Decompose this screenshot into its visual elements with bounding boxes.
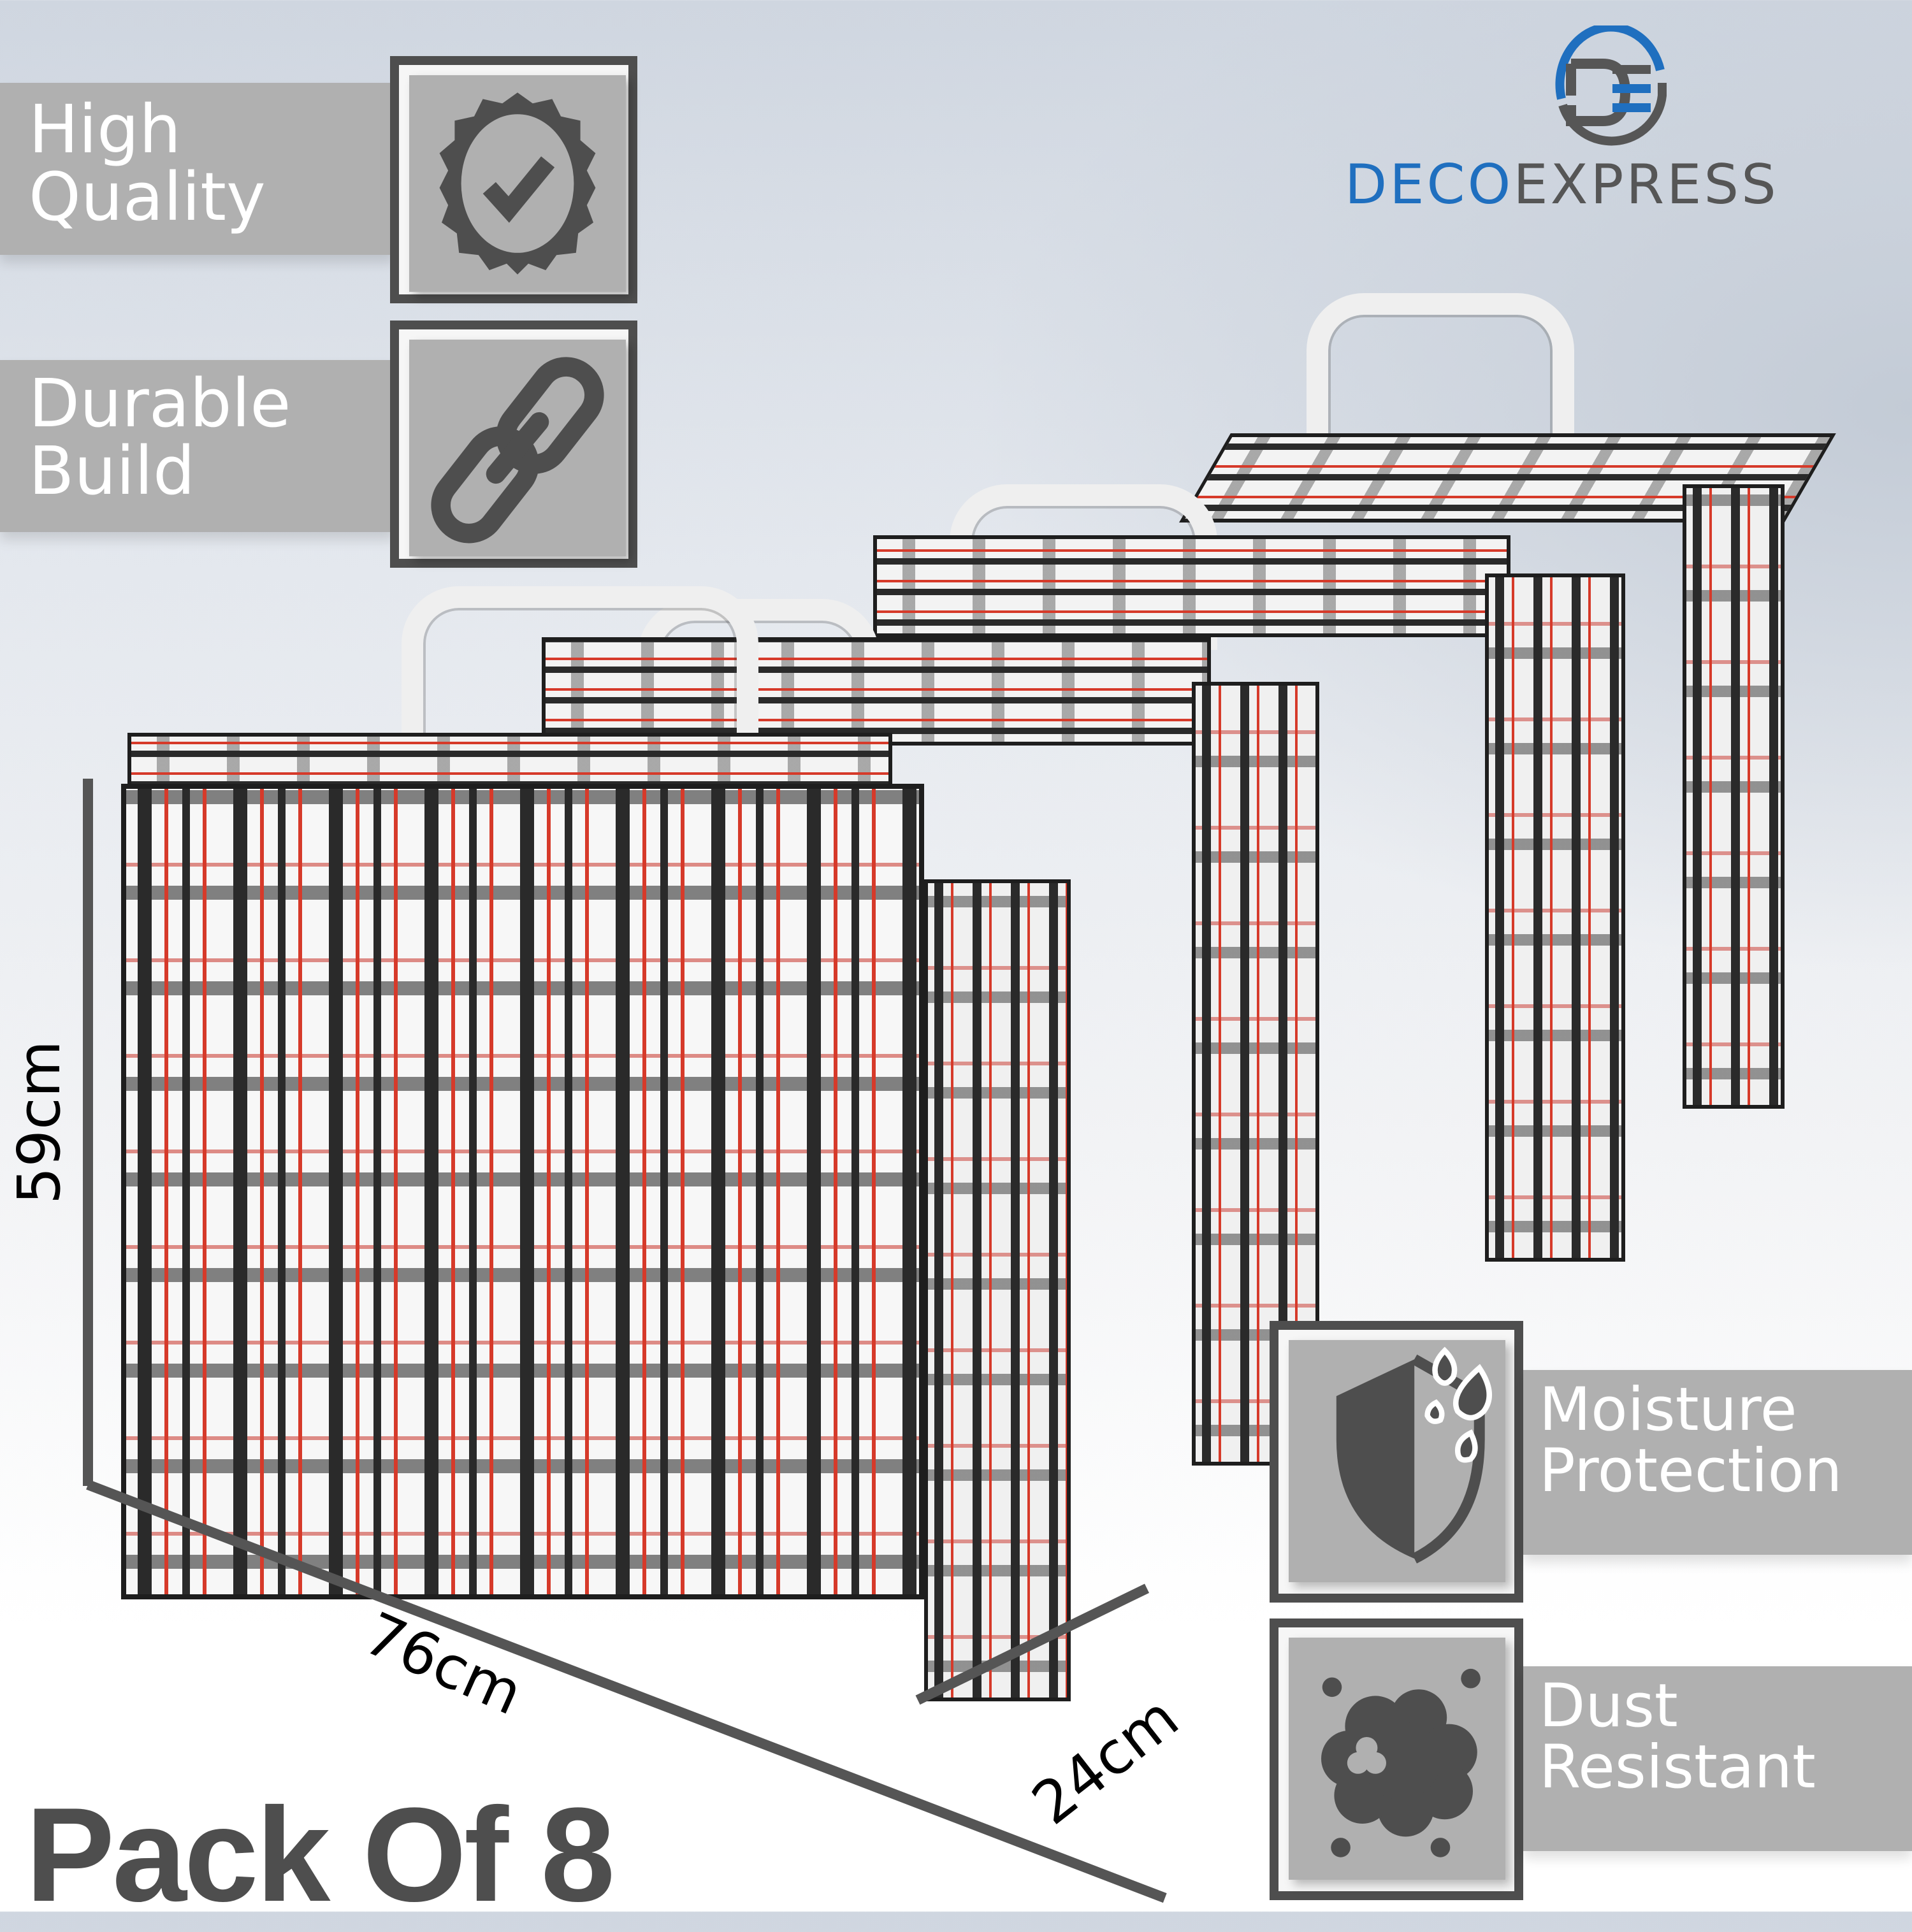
feature-label-dust-resistant: Dust Resistant: [1539, 1676, 1816, 1798]
bag-2: [542, 599, 1402, 1466]
feature-label-moisture-protection: Moisture Protection: [1539, 1380, 1843, 1502]
bag-side: [1192, 682, 1319, 1466]
bag-1-front: [121, 586, 1128, 1701]
bag-3: [873, 484, 1663, 1262]
bag-side: [924, 879, 1071, 1701]
feature-line: Durable: [29, 364, 291, 442]
brand-name-deco: DECO: [1345, 153, 1514, 217]
feature-band-durable-build: [0, 360, 395, 532]
depth-label: 24cm: [1020, 1683, 1191, 1838]
height-dimension-line: [83, 779, 93, 1486]
feature-line: Quality: [29, 158, 266, 236]
feature-line: Moisture: [1539, 1375, 1797, 1445]
feature-icon-frame: [1270, 1618, 1523, 1900]
feature-label-high-quality: High Quality: [29, 96, 266, 231]
height-label: 59cm: [5, 1040, 73, 1204]
feature-band-high-quality: [0, 83, 395, 255]
brand-name-express: EXPRESS: [1513, 153, 1779, 217]
bag-side: [1683, 484, 1785, 1109]
bag-front-face: [121, 784, 924, 1599]
chain-link-icon: [409, 340, 626, 556]
feature-icon-frame: [1270, 1321, 1523, 1603]
feature-band-dust-resistant: [1523, 1666, 1912, 1851]
feature-line: Dust: [1539, 1671, 1678, 1741]
feature-line: Build: [29, 432, 196, 510]
bag-top: [542, 637, 1211, 746]
brand-wordmark: DECOEXPRESS: [1345, 153, 1779, 217]
feature-icon-frame: [390, 321, 637, 568]
feature-line: Resistant: [1539, 1732, 1816, 1802]
feature-icon-frame: [390, 56, 637, 303]
brand-logo: DECOEXPRESS: [1338, 25, 1887, 217]
badge-check-icon: [409, 75, 626, 292]
de-monogram-icon: [1555, 25, 1667, 146]
bag-top: [873, 535, 1510, 637]
bag-4: [1179, 293, 1836, 1109]
feature-label-durable-build: Durable Build: [29, 370, 291, 505]
feature-line: High: [29, 90, 182, 168]
bag-side: [1485, 573, 1625, 1262]
feature-line: Protection: [1539, 1436, 1843, 1506]
pack-quantity-title: Pack Of 8: [25, 1780, 615, 1929]
shield-water-drops-icon: [1289, 1340, 1505, 1582]
dust-cloud-icon: [1289, 1638, 1505, 1880]
feature-band-moisture-protection: [1523, 1370, 1912, 1555]
